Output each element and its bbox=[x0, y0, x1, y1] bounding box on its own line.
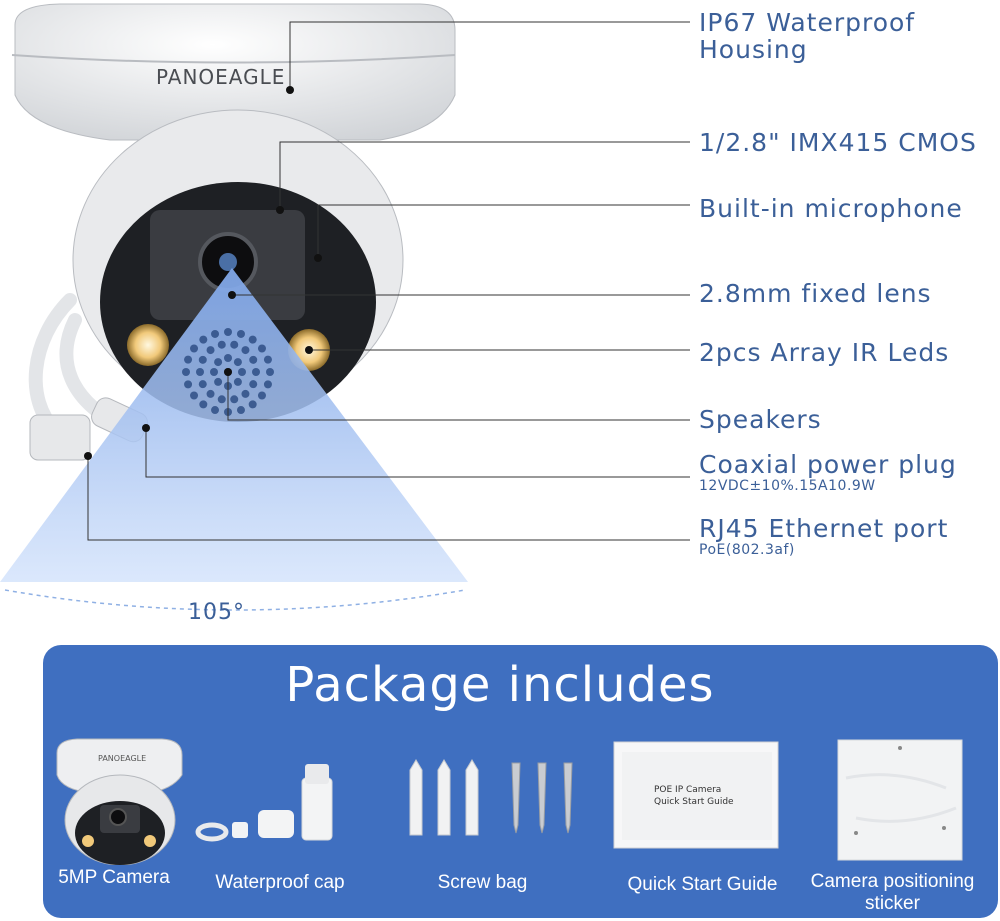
feature-waterproof-line2: Housing bbox=[699, 35, 808, 64]
speaker-hole bbox=[206, 346, 215, 355]
item-guide-label: Quick Start Guide bbox=[627, 874, 778, 895]
speaker-hole bbox=[266, 368, 274, 376]
speaker-holes bbox=[182, 328, 274, 416]
feature-speakers: Speakers bbox=[699, 405, 822, 434]
package-title: Package includes bbox=[285, 657, 715, 713]
screw bbox=[563, 762, 573, 834]
brand-logo: PANOEAGLE bbox=[156, 65, 285, 89]
speaker-hole bbox=[184, 380, 193, 389]
feature-lens: 2.8mm fixed lens bbox=[699, 279, 932, 308]
speaker-hole bbox=[233, 358, 242, 367]
feature-ir-leds: 2pcs Array IR Leds bbox=[699, 338, 950, 367]
item-sticker-label-line1: Camera positioning bbox=[810, 871, 975, 892]
speaker-hole bbox=[241, 346, 250, 355]
speaker-hole bbox=[263, 380, 272, 389]
speaker-hole bbox=[211, 329, 220, 338]
speaker-hole bbox=[238, 368, 246, 376]
wall-anchor bbox=[465, 759, 479, 836]
item-sticker-label: Camera positioning sticker bbox=[800, 871, 985, 915]
speaker-hole bbox=[230, 395, 239, 404]
speaker-hole bbox=[184, 355, 193, 364]
speaker-hole bbox=[196, 368, 204, 376]
speaker-hole bbox=[248, 335, 257, 344]
item-camera-label: 5MP Camera bbox=[58, 867, 170, 888]
speaker-hole bbox=[198, 355, 207, 364]
rj45-connector bbox=[29, 414, 91, 461]
dome-housing bbox=[14, 3, 456, 141]
guide-text-line2: Quick Start Guide bbox=[654, 797, 734, 807]
feature-microphone: Built-in microphone bbox=[699, 194, 963, 223]
feature-power-plug: Coaxial power plug 12VDC±10%.15A10.9W bbox=[699, 451, 957, 494]
speaker-hole bbox=[206, 389, 215, 398]
item-guide-image: POE IP Camera Quick Start Guide bbox=[613, 741, 779, 849]
speaker-hole bbox=[214, 358, 223, 367]
speaker-hole bbox=[198, 380, 207, 389]
speaker-hole bbox=[236, 329, 245, 338]
feature-power-plug-title: Coaxial power plug bbox=[699, 450, 957, 479]
screw bbox=[537, 762, 547, 834]
speaker-hole bbox=[249, 380, 258, 389]
speaker-hole bbox=[263, 355, 272, 364]
feature-rj45: RJ45 Ethernet port PoE(802.3af) bbox=[699, 515, 948, 558]
callout-dots bbox=[84, 86, 322, 460]
speaker-hole bbox=[224, 354, 232, 362]
speaker-hole bbox=[241, 389, 250, 398]
feature-power-plug-spec: 12VDC±10%.15A10.9W bbox=[699, 478, 876, 494]
speaker-hole bbox=[199, 400, 208, 409]
feature-waterproof-line1: IP67 Waterproof bbox=[699, 8, 916, 37]
guide-text-line1: POE IP Camera bbox=[654, 785, 721, 795]
speaker-hole bbox=[217, 340, 226, 349]
item-screw-label: Screw bag bbox=[437, 872, 528, 893]
speaker-hole bbox=[230, 340, 239, 349]
speaker-hole bbox=[211, 406, 220, 415]
feature-rj45-title: RJ45 Ethernet port bbox=[699, 514, 949, 543]
speaker-hole bbox=[236, 406, 245, 415]
feature-cmos: 1/2.8" IMX415 CMOS bbox=[699, 128, 977, 157]
item-waterproof-cap-image bbox=[195, 764, 333, 842]
speaker-hole bbox=[233, 377, 242, 386]
item-sticker-image bbox=[837, 739, 963, 861]
speaker-hole bbox=[210, 368, 218, 376]
item-cap-label: Waterproof cap bbox=[215, 872, 345, 893]
speaker-hole bbox=[190, 391, 199, 400]
item-sticker-label-line2: sticker bbox=[865, 893, 920, 914]
screw bbox=[511, 762, 521, 834]
wall-anchor bbox=[437, 759, 451, 836]
speaker-hole bbox=[257, 344, 266, 353]
view-beam bbox=[0, 268, 468, 582]
item-screw-bag-image bbox=[409, 759, 573, 836]
speaker-hole bbox=[217, 395, 226, 404]
speaker-hole bbox=[252, 368, 260, 376]
ir-led-left bbox=[127, 324, 169, 366]
item-camera-brand: PANOEAGLE bbox=[98, 754, 146, 763]
speaker-hole bbox=[190, 344, 199, 353]
feature-rj45-spec: PoE(802.3af) bbox=[699, 542, 795, 558]
speaker-hole bbox=[257, 391, 266, 400]
speaker-hole bbox=[214, 377, 223, 386]
speaker-hole bbox=[199, 335, 208, 344]
angle-label: 105° bbox=[188, 600, 245, 625]
speaker-hole bbox=[248, 400, 257, 409]
speaker-hole bbox=[182, 368, 190, 376]
speaker-hole bbox=[249, 355, 258, 364]
item-camera-image: PANOEAGLE bbox=[56, 738, 183, 865]
feature-waterproof: IP67 Waterproof Housing bbox=[699, 9, 915, 63]
callout-lines bbox=[87, 21, 690, 541]
wall-anchor bbox=[409, 759, 423, 836]
speaker-hole bbox=[224, 328, 232, 336]
